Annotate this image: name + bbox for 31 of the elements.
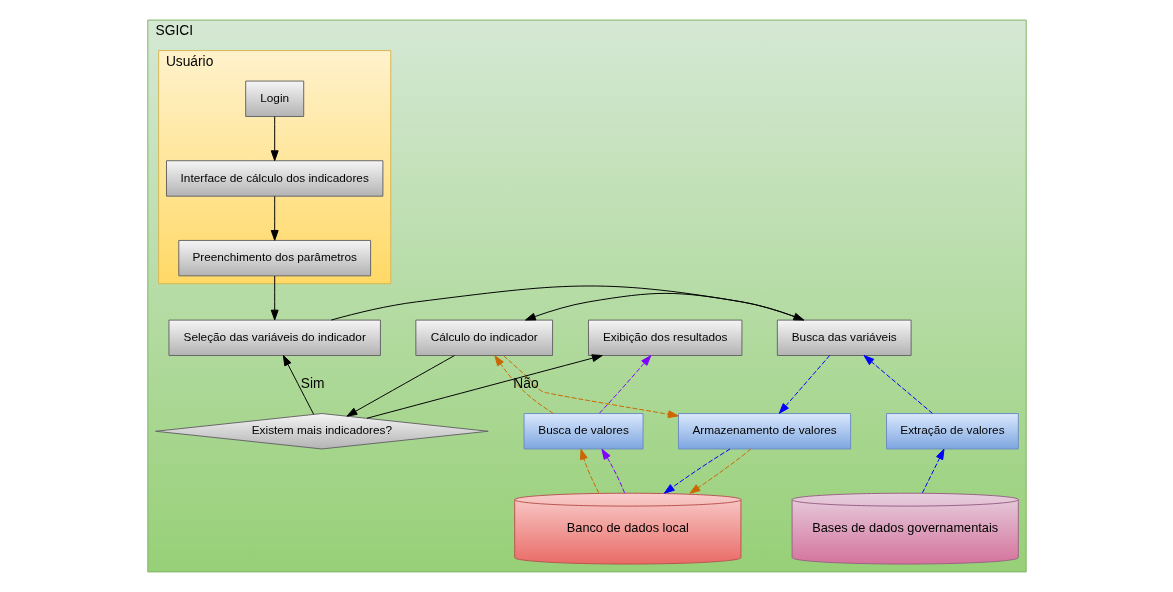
arrow xyxy=(598,355,651,414)
arrow xyxy=(502,355,679,419)
node-box: Seleção das variáveis do indicador xyxy=(167,319,381,356)
node-box: Armazenamento de valores xyxy=(677,413,851,450)
arrow xyxy=(863,355,933,414)
node-box: Preenchimento dos parâmetros xyxy=(177,239,371,277)
node-box: Exibição dos resultados xyxy=(587,319,742,356)
node-diamond: Existem mais indicadores? xyxy=(154,413,489,450)
arrow xyxy=(689,448,751,494)
node-box: Login xyxy=(244,80,304,117)
arrow xyxy=(270,116,279,162)
arrow xyxy=(282,355,314,415)
node-box: Busca das variáveis xyxy=(776,319,912,356)
node-box: Extração de valores xyxy=(885,413,1019,450)
arrow xyxy=(778,355,830,414)
node-box: Busca de valores xyxy=(523,413,644,450)
arrow xyxy=(345,355,455,417)
arrow xyxy=(270,275,279,321)
arrow xyxy=(663,448,730,494)
edge-label: Sim xyxy=(300,376,324,392)
arrow xyxy=(921,448,944,494)
arrow xyxy=(600,448,625,494)
arrow xyxy=(330,285,804,321)
arrow xyxy=(493,355,554,414)
node-box: Cálculo do indicador xyxy=(414,319,553,356)
arrow xyxy=(524,292,804,321)
arrow xyxy=(579,448,599,494)
arrow xyxy=(365,354,603,419)
arrow xyxy=(270,195,279,241)
edge-label: Não xyxy=(512,376,539,392)
node-box: Interface de cálculo dos indicadores xyxy=(165,160,383,197)
